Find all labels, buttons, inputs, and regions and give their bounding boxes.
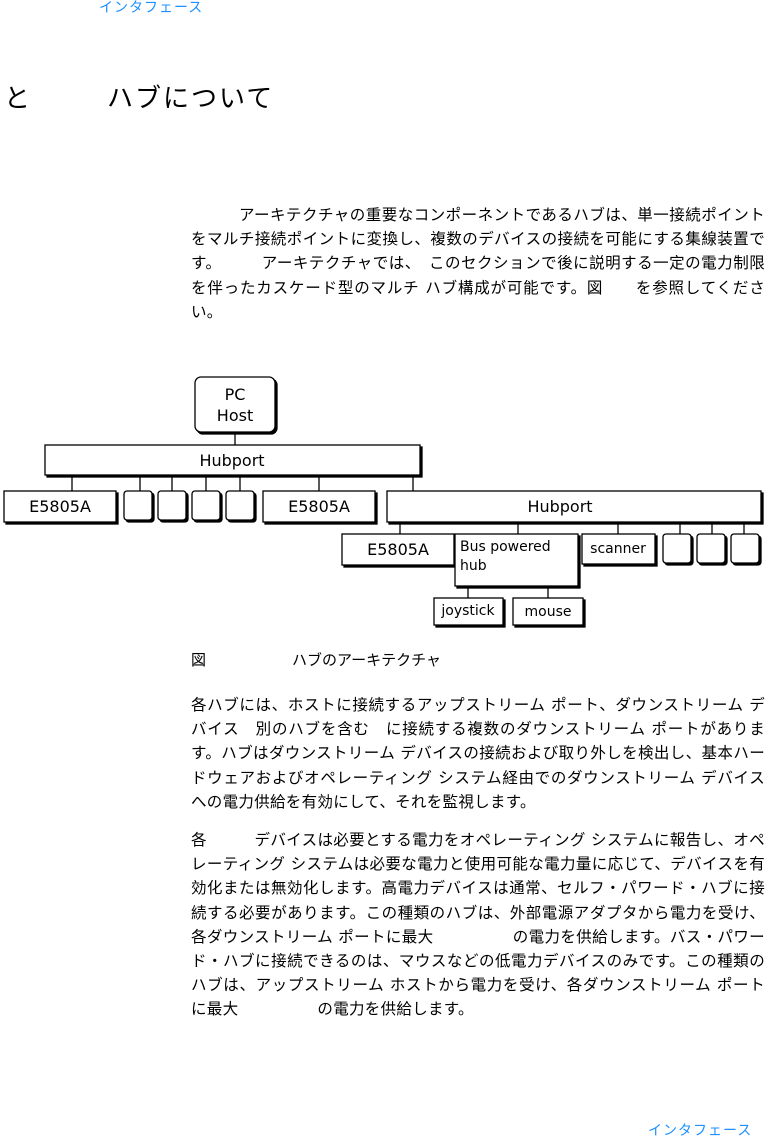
scanner-box — [581, 533, 656, 565]
scanner-label: scanner — [590, 541, 646, 557]
intro-paragraph: アーキテクチャの重要なコンポーネントであるハブは、単一接続ポイントをマルチ接続ポ… — [191, 206, 765, 321]
header-link[interactable]: インタフェース — [99, 0, 204, 16]
hub-ports-paragraph: 各ハブには、ホストに接続するアップストリーム ポート、ダウンストリーム デバイス… — [191, 696, 765, 811]
hub-architecture-diagram: PC Host Hubport E5805A E5805A Hubport E5… — [3, 376, 762, 626]
device-sub-box — [341, 533, 455, 566]
device-sub-label: E5805A — [367, 540, 429, 559]
footer-link[interactable]: インタフェース — [648, 1123, 753, 1139]
figure-caption-text: ハブのアーキテクチャ — [292, 651, 441, 669]
pc-host-label-1: PC — [225, 385, 246, 404]
hubport-right-label: Hubport — [527, 497, 592, 516]
empty-port-1 — [123, 490, 153, 521]
section-title-prefix: と — [4, 84, 33, 114]
pc-host-label-2: Host — [217, 406, 253, 425]
hubport-top-label: Hubport — [199, 451, 264, 470]
figure-caption-label: 図 — [191, 651, 207, 669]
mouse-label: mouse — [525, 604, 572, 620]
joystick-label: joystick — [440, 603, 495, 619]
bus-hub-label-1: Bus powered — [460, 539, 551, 555]
device-mid-label: E5805A — [288, 497, 350, 516]
hubport-right-box — [386, 490, 762, 523]
device-left-box — [3, 490, 117, 523]
hubport-top-box — [44, 444, 421, 476]
section-title: ハブについて — [107, 84, 275, 114]
bus-hub-label-2: hub — [460, 558, 487, 574]
empty-port-7 — [730, 533, 760, 564]
pc-host-box — [194, 376, 276, 433]
empty-port-3 — [191, 490, 221, 521]
joystick-box — [433, 597, 504, 626]
bus-hub-box — [454, 533, 579, 587]
device-mid-box — [262, 490, 376, 523]
empty-port-5 — [662, 533, 692, 564]
empty-port-4 — [225, 490, 255, 521]
empty-port-2 — [157, 490, 187, 521]
power-paragraph: 各 デバイスは必要とする電力をオペレーティング システムに報告し、オペレーティン… — [191, 831, 765, 1019]
device-left-label: E5805A — [29, 497, 91, 516]
connector-lines — [71, 432, 745, 598]
mouse-box — [512, 597, 584, 626]
empty-port-6 — [696, 533, 726, 564]
